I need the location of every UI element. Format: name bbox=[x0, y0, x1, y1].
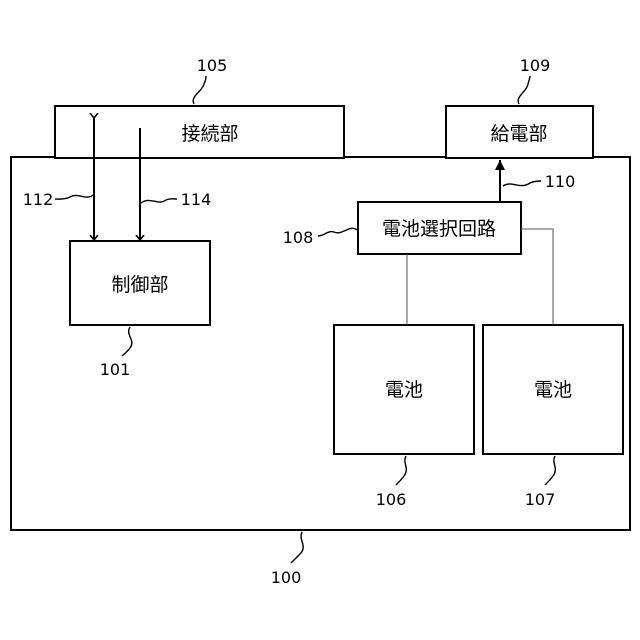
battery-1-label: 電池 bbox=[385, 379, 423, 401]
connection-unit-label: 接続部 bbox=[181, 123, 238, 145]
power-feed-unit-label: 給電部 bbox=[490, 123, 547, 145]
ref-109: 109 bbox=[520, 56, 551, 75]
control-unit-label: 制御部 bbox=[111, 274, 168, 296]
ref-106: 106 bbox=[376, 490, 407, 509]
leader-109 bbox=[518, 76, 530, 104]
ref-112: 112 bbox=[23, 190, 54, 209]
leader-105 bbox=[193, 76, 206, 104]
ref-114: 114 bbox=[181, 190, 212, 209]
ref-100: 100 bbox=[271, 568, 302, 587]
battery-2-label: 電池 bbox=[534, 379, 572, 401]
ref-108: 108 bbox=[283, 228, 314, 247]
ref-105: 105 bbox=[197, 56, 228, 75]
ref-101: 101 bbox=[100, 360, 131, 379]
battery-selection-circuit-label: 電池選択回路 bbox=[382, 218, 496, 240]
leader-100 bbox=[291, 532, 303, 563]
ref-110: 110 bbox=[545, 172, 576, 191]
ref-107: 107 bbox=[525, 490, 556, 509]
